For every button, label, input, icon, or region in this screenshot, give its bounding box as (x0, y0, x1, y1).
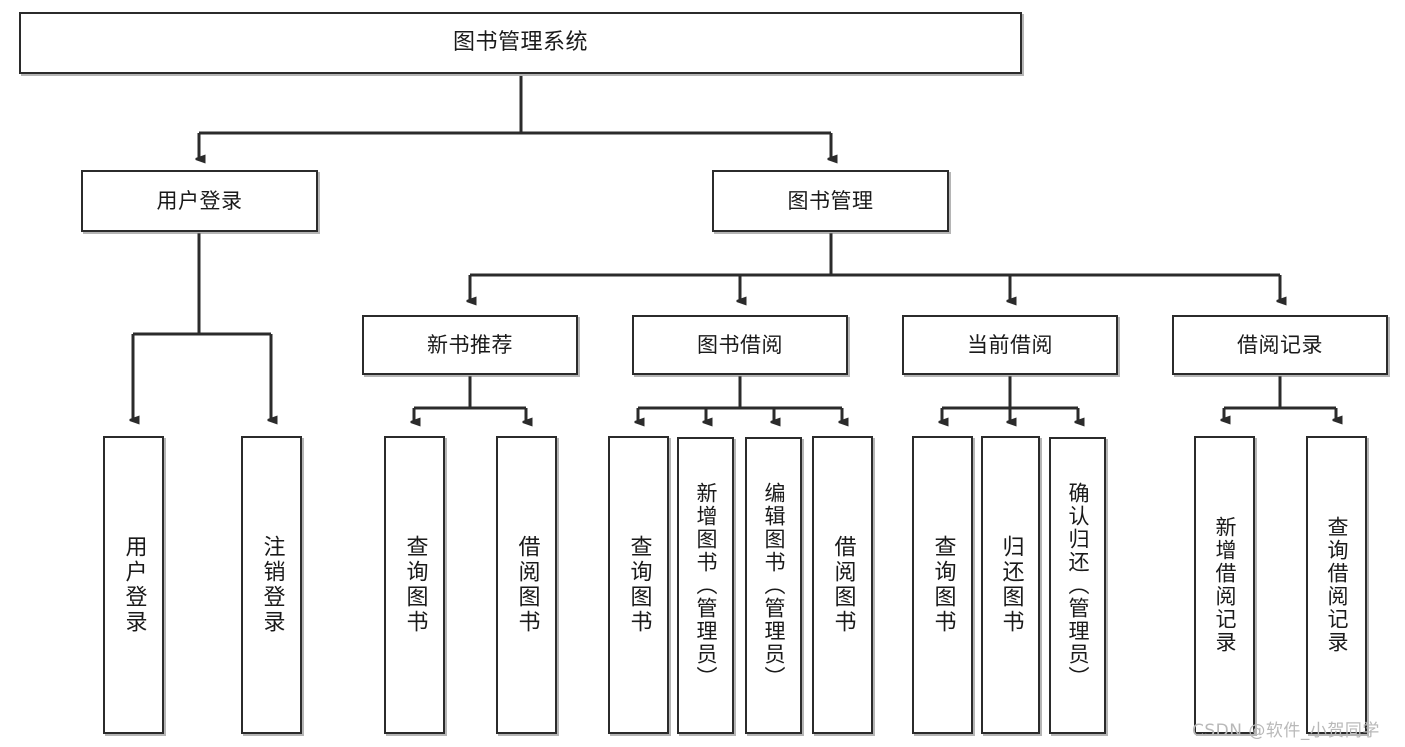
node-label: 确认归还（管理员） (1066, 482, 1090, 689)
node-leaf-borrow-book[interactable]: 借阅图书 (812, 436, 873, 734)
node-book-borrow[interactable]: 图书借阅 (632, 315, 848, 375)
csdn-watermark: CSDN @软件_小贺同学 (1192, 721, 1380, 741)
node-leaf-return-book[interactable]: 归还图书 (981, 436, 1040, 734)
node-label: 图书借阅 (697, 332, 783, 357)
node-label: 查询图书 (930, 535, 956, 635)
node-leaf-edit-book-admin[interactable]: 编辑图书（管理员） (745, 437, 802, 734)
node-leaf-query-book-recommend[interactable]: 查询图书 (384, 436, 445, 734)
node-leaf-logout[interactable]: 注销登录 (241, 436, 302, 734)
node-label: 编辑图书（管理员） (762, 482, 786, 689)
node-label: 新增图书（管理员） (694, 482, 718, 689)
node-book-management[interactable]: 图书管理 (712, 170, 949, 232)
node-new-book-recommend[interactable]: 新书推荐 (362, 315, 578, 375)
node-leaf-user-login[interactable]: 用户登录 (103, 436, 164, 734)
node-label: 用户登录 (156, 188, 243, 213)
node-leaf-add-book-admin[interactable]: 新增图书（管理员） (677, 437, 734, 734)
node-label: 借阅图书 (830, 535, 856, 635)
node-borrow-record[interactable]: 借阅记录 (1172, 315, 1388, 375)
node-leaf-query-book-borrow[interactable]: 查询图书 (608, 436, 669, 734)
node-leaf-query-book-current[interactable]: 查询图书 (912, 436, 973, 734)
node-label: 归还图书 (998, 535, 1024, 635)
node-label: 查询图书 (626, 535, 652, 635)
node-user-login[interactable]: 用户登录 (81, 170, 318, 232)
node-label: 新增借阅记录 (1213, 516, 1237, 654)
node-leaf-query-borrow-record[interactable]: 查询借阅记录 (1306, 436, 1367, 734)
node-label: 图书管理系统 (452, 30, 588, 56)
node-label: 新书推荐 (427, 332, 513, 357)
node-leaf-confirm-return-admin[interactable]: 确认归还（管理员） (1049, 437, 1106, 734)
node-label: 图书管理 (787, 188, 874, 213)
node-current-borrow[interactable]: 当前借阅 (902, 315, 1118, 375)
node-label: 查询图书 (402, 535, 428, 635)
node-label: 借阅图书 (514, 535, 540, 635)
node-label: 借阅记录 (1237, 332, 1323, 357)
node-label: 查询借阅记录 (1325, 516, 1349, 654)
node-label: 用户登录 (121, 535, 147, 635)
node-leaf-add-borrow-record[interactable]: 新增借阅记录 (1194, 436, 1255, 734)
node-label: 注销登录 (259, 535, 285, 635)
node-label: 当前借阅 (967, 332, 1053, 357)
node-root-system[interactable]: 图书管理系统 (19, 12, 1022, 74)
node-leaf-borrow-book-recommend[interactable]: 借阅图书 (496, 436, 557, 734)
